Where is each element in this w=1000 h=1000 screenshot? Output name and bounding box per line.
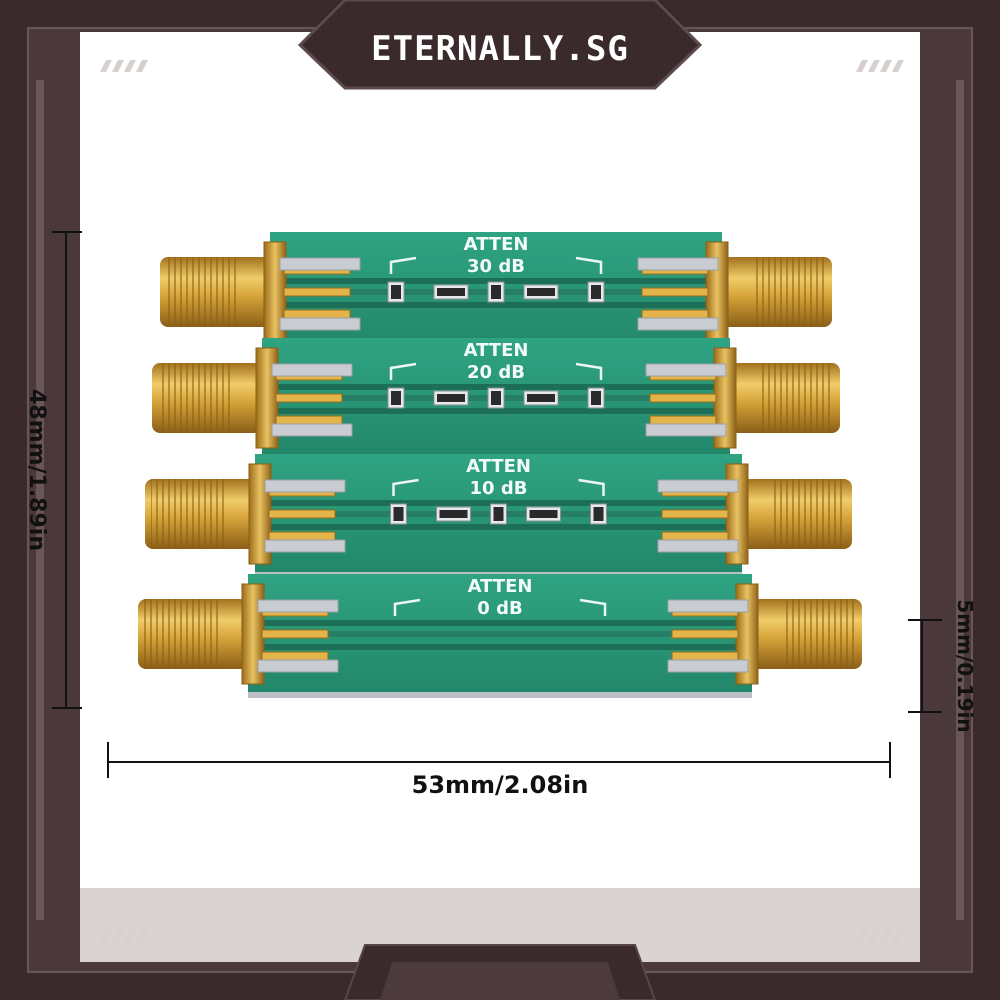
solder-pad: [264, 539, 346, 553]
connector-pin: [275, 393, 343, 403]
ground-trace: [262, 384, 730, 390]
sma-connector-thread: [158, 363, 232, 433]
solder-pad: [637, 257, 719, 271]
smd-resistor-body: [527, 394, 555, 402]
sma-connector-thread: [782, 599, 856, 669]
connector-pin: [283, 309, 351, 319]
solder-pad: [645, 423, 727, 437]
connector-pin: [661, 509, 729, 519]
smd-resistor-body: [591, 285, 601, 299]
width-dimension: [107, 742, 891, 778]
ground-trace: [248, 620, 752, 626]
connector-pin: [649, 415, 717, 425]
solder-pad: [657, 479, 739, 493]
solder-pad: [257, 659, 339, 673]
brand-name: ETERNALLY.SG: [371, 29, 629, 69]
sma-connector-thread: [144, 599, 218, 669]
bottom-tab-inner: [380, 962, 620, 1000]
atten-label: ATTEN: [468, 576, 533, 597]
atten-value: 10 dB: [470, 478, 528, 499]
ground-trace: [262, 408, 730, 414]
ground-trace: [270, 278, 722, 284]
smd-resistor-body: [437, 394, 465, 402]
connector-pin: [261, 629, 329, 639]
connector-pin: [649, 393, 717, 403]
solder-pad: [645, 363, 727, 377]
atten-value: 0 dB: [477, 598, 522, 619]
sma-connector-thread: [772, 479, 846, 549]
height-label: 48mm/1.89in: [24, 389, 49, 551]
solder-pad: [637, 317, 719, 331]
ground-trace: [270, 302, 722, 308]
connector-pin: [261, 651, 329, 661]
smd-resistor-body: [391, 391, 401, 405]
solder-pad: [667, 659, 749, 673]
signal-trace: [328, 631, 672, 637]
connector-pin: [671, 651, 739, 661]
thickness-label: 5mm/0.19in: [953, 599, 977, 732]
connector-pin: [641, 287, 709, 297]
connector-pin: [641, 309, 709, 319]
solder-pad: [271, 423, 353, 437]
connector-pin: [268, 509, 336, 519]
solder-pad: [279, 257, 361, 271]
thickness-dimension: [908, 619, 942, 713]
sma-connector-thread: [166, 257, 240, 327]
label-bracket: [393, 598, 607, 616]
solder-pad: [657, 539, 739, 553]
height-dimension: [52, 231, 82, 709]
sma-connector-thread: [151, 479, 225, 549]
atten-label: ATTEN: [464, 340, 529, 361]
label-bracket: [389, 256, 603, 274]
connector-pin: [268, 531, 336, 541]
smd-resistor-body: [393, 507, 404, 521]
connector-pin: [661, 531, 729, 541]
smd-resistor-body: [493, 507, 504, 521]
connector-pin: [283, 287, 351, 297]
smd-resistor-body: [437, 288, 465, 296]
smd-resistor-body: [491, 285, 501, 299]
smd-resistor-body: [591, 391, 601, 405]
solder-pad: [257, 599, 339, 613]
solder-pad: [279, 317, 361, 331]
solder-pad: [271, 363, 353, 377]
frame-accents: [100, 60, 904, 942]
connector-pin: [275, 415, 343, 425]
solder-pad: [667, 599, 749, 613]
smd-resistor-body: [529, 510, 558, 518]
label-bracket: [389, 362, 603, 380]
atten-label: ATTEN: [466, 456, 531, 477]
solder-pad: [264, 479, 346, 493]
brand-banner: [297, 0, 703, 90]
smd-resistor-body: [491, 391, 501, 405]
ground-trace: [255, 524, 742, 530]
sma-connector-thread: [760, 363, 834, 433]
ground-trace: [248, 644, 752, 650]
label-bracket: [392, 478, 605, 496]
ground-trace: [255, 500, 742, 506]
atten-value: 20 dB: [467, 362, 525, 383]
smd-resistor-body: [593, 507, 604, 521]
width-label: 53mm/2.08in: [412, 771, 589, 799]
smd-resistor-body: [439, 510, 468, 518]
connector-pin: [671, 629, 739, 639]
smd-resistor-body: [391, 285, 401, 299]
atten-value: 30 dB: [467, 256, 525, 277]
smd-resistor-body: [527, 288, 555, 296]
sma-connector-thread: [752, 257, 826, 327]
atten-label: ATTEN: [464, 234, 529, 255]
